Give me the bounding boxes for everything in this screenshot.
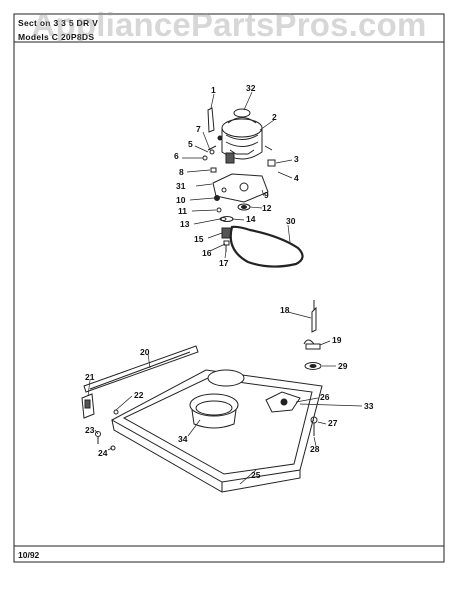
callout-29: 29 <box>338 361 348 371</box>
callout-1: 1 <box>211 85 216 95</box>
callout-22: 22 <box>134 390 144 400</box>
callout-26: 26 <box>320 392 330 402</box>
base-assembly[interactable] <box>81 300 323 493</box>
callout-21: 21 <box>85 372 95 382</box>
callout-31: 31 <box>176 181 186 191</box>
callout-labels: 1 2 3 4 5 6 7 8 9 10 11 12 13 14 15 16 1… <box>85 83 374 480</box>
callout-28: 28 <box>310 444 320 454</box>
callout-20: 20 <box>140 347 150 357</box>
callout-8: 8 <box>179 167 184 177</box>
callout-13: 13 <box>180 219 190 229</box>
model-line: Models C 20P8DS <box>18 32 95 42</box>
motor-assembly[interactable] <box>202 107 276 252</box>
callout-5: 5 <box>188 139 193 149</box>
callout-4: 4 <box>294 173 299 183</box>
callout-24: 24 <box>98 448 108 458</box>
callout-15: 15 <box>194 234 204 244</box>
callout-12: 12 <box>262 203 272 213</box>
callout-leaders <box>87 91 363 485</box>
callout-7: 7 <box>196 124 201 134</box>
callout-32: 32 <box>246 83 256 93</box>
callout-17: 17 <box>219 258 229 268</box>
drive-belt[interactable] <box>229 225 304 268</box>
callout-14: 14 <box>246 214 256 224</box>
diagram-border <box>13 13 445 563</box>
callout-27: 27 <box>328 418 338 428</box>
footer-date: 10/92 <box>18 550 40 560</box>
callout-3: 3 <box>294 154 299 164</box>
callout-11: 11 <box>178 206 187 216</box>
callout-16: 16 <box>202 248 212 258</box>
callout-6: 6 <box>174 151 179 161</box>
callout-10: 10 <box>176 195 186 205</box>
callout-23: 23 <box>85 425 95 435</box>
callout-30: 30 <box>286 216 296 226</box>
callout-25: 25 <box>251 470 261 480</box>
callout-2: 2 <box>272 112 277 122</box>
callout-9: 9 <box>264 190 269 200</box>
section-title: Sect on 3 3 5 DR V <box>18 18 99 28</box>
callout-19: 19 <box>332 335 342 345</box>
callout-34: 34 <box>178 434 188 444</box>
callout-18: 18 <box>280 305 290 315</box>
callout-33: 33 <box>364 401 374 411</box>
